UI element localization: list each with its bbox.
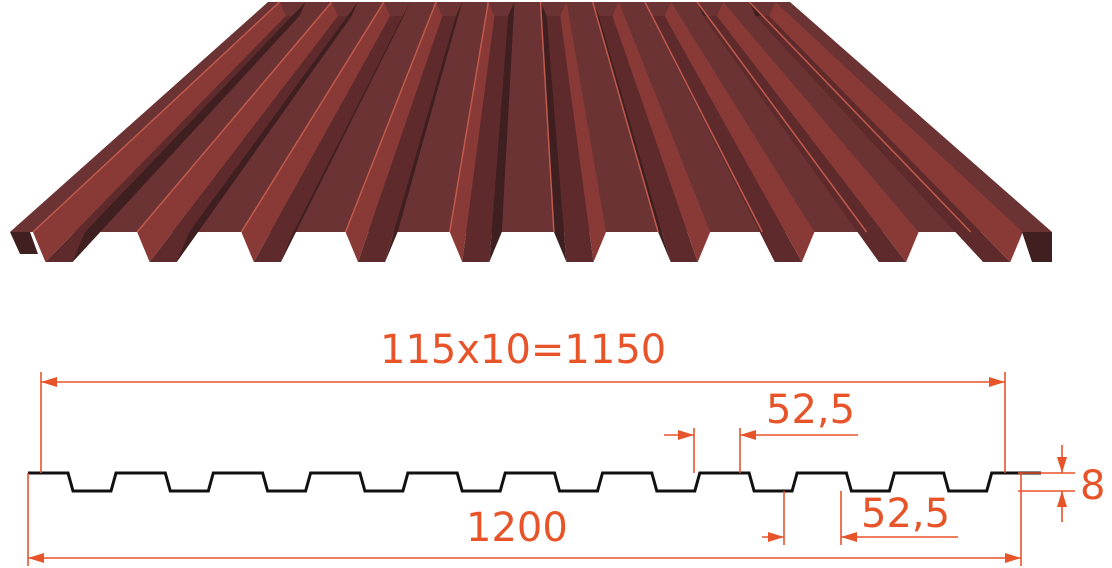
- rib-left-slope: [449, 2, 495, 262]
- rib-trough: [755, 16, 1011, 262]
- dimension-lines: [27, 372, 1075, 566]
- rib-right-slope: [769, 2, 1023, 262]
- rib-left-slope: [540, 2, 567, 262]
- rib-trough: [598, 16, 698, 262]
- rib-edge-highlight: [344, 1, 437, 233]
- rib-trough: [149, 16, 352, 262]
- rib-edge-highlight: [748, 1, 972, 233]
- rib-right-slope: [716, 2, 919, 262]
- rib-left-slope: [241, 2, 391, 262]
- overall-useful-width-label: 115x10=1150: [380, 327, 666, 373]
- arrow-full-right: [1005, 553, 1021, 563]
- profile-height-label: 8: [1080, 463, 1105, 509]
- rib-edge-highlight: [644, 1, 763, 233]
- rib-right-slope: [280, 2, 410, 262]
- rib-trough: [253, 16, 404, 262]
- rib-right-slope: [612, 2, 711, 262]
- arrow-full-left: [28, 553, 44, 563]
- arrow-bottom-rib-right: [841, 532, 857, 542]
- sheet-body: [10, 2, 1052, 232]
- cross-section-profile: [28, 471, 1041, 493]
- sheet-right-lip: [1022, 232, 1052, 262]
- arrow-useful-right: [989, 377, 1005, 387]
- rib-edge-highlight: [136, 1, 333, 233]
- profile-line: [28, 471, 1041, 493]
- arrow-bottom-rib-left: [768, 532, 784, 542]
- rib-edge-highlight: [448, 1, 490, 233]
- rib-trough: [703, 16, 907, 262]
- rib-edge-highlight: [591, 1, 659, 233]
- rib-edge-highlight: [539, 1, 555, 233]
- arrow-height-top: [1057, 457, 1067, 473]
- bottom-rib-width-label: 52,5: [861, 491, 950, 537]
- rib-trough: [651, 16, 802, 262]
- rib-right-slope: [176, 2, 358, 262]
- rib-left-slope: [32, 2, 286, 262]
- rib-right-slope: [664, 2, 815, 262]
- rib-edge-highlight: [240, 1, 385, 233]
- rib-right-slope: [560, 2, 607, 262]
- rib-left-slope: [137, 2, 338, 262]
- rib-right-slope: [489, 2, 515, 262]
- rib-edge-highlight: [32, 1, 280, 233]
- full-width-label: 1200: [466, 505, 568, 551]
- rib-edge-highlight: [696, 1, 868, 233]
- sheet-left-lip: [10, 232, 38, 254]
- rib-trough: [462, 16, 509, 262]
- rib-trough: [546, 16, 594, 262]
- corrugated-sheet-illustration: [10, 1, 1052, 262]
- arrow-height-bottom: [1057, 491, 1067, 507]
- top-rib-width-label: 52,5: [766, 387, 855, 433]
- rib-left-slope: [345, 2, 443, 262]
- arrow-top-rib-right: [740, 430, 756, 440]
- rib-right-slope: [72, 2, 306, 262]
- rib-trough: [358, 16, 456, 262]
- rib-left-slope: [592, 2, 671, 262]
- rib-right-slope: [385, 2, 463, 262]
- arrow-useful-left: [41, 377, 57, 387]
- arrow-top-rib-left: [678, 430, 694, 440]
